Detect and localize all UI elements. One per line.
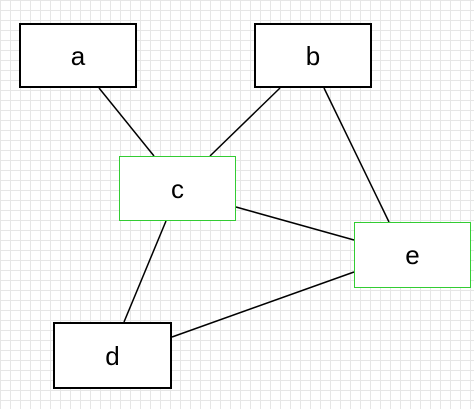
node-e-label: e [405,240,420,270]
edge-c-d [123,220,167,323]
node-a[interactable]: a [19,23,137,88]
edge-b-c [209,87,281,157]
node-a-label: a [70,40,86,71]
node-d-label: d [105,340,120,371]
node-d[interactable]: d [53,322,172,389]
node-c-label: c [171,173,184,204]
node-c[interactable]: c [119,156,236,221]
node-b-label: b [305,40,321,71]
edge-a-c [98,87,155,157]
edge-d-e [171,271,355,338]
node-b[interactable]: b [254,23,372,88]
edge-b-e [323,87,390,223]
edge-c-e [235,206,355,241]
node-e[interactable]: e [354,222,471,288]
